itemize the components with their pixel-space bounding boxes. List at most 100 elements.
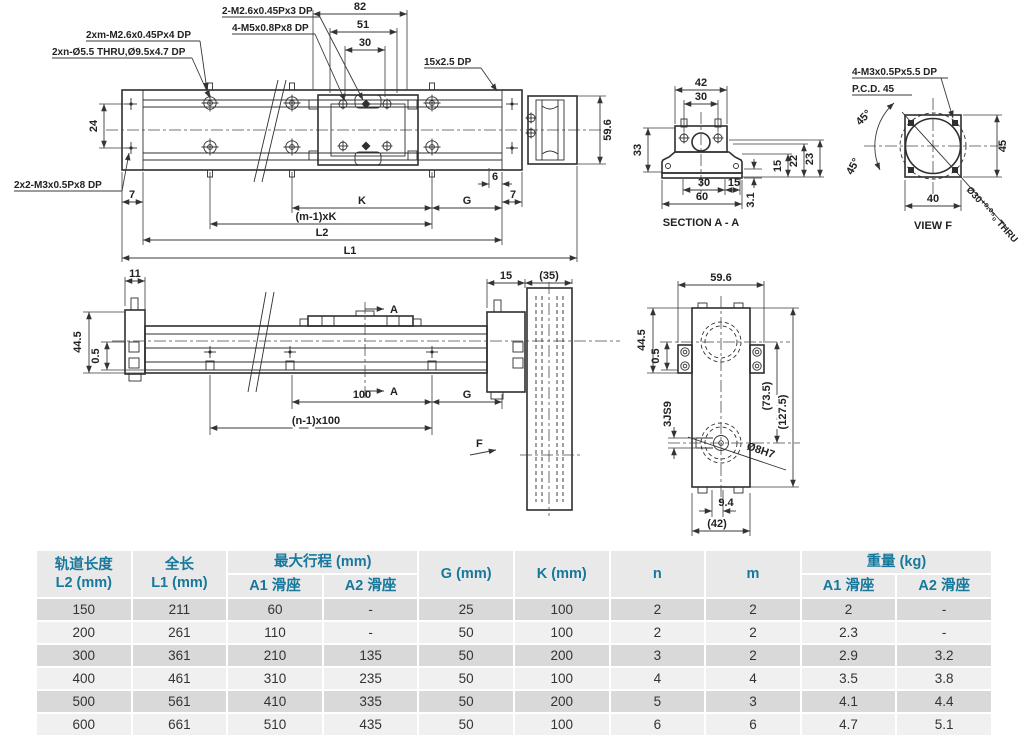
dim-30-top: 30 — [695, 91, 707, 103]
col-header-l1-unit: L1 (mm) — [151, 575, 208, 592]
dim-11: 11 — [129, 268, 141, 280]
dim-33: 33 — [632, 144, 644, 156]
table-cell: 100 — [514, 622, 609, 644]
end-dimensions: 59.6 44.5 0.5 3JS9 (73.5) (127.5) 9.4 (4… — [636, 272, 799, 536]
col-header-g: G (mm) — [419, 551, 513, 598]
dim-59-6-end: 59.6 — [710, 272, 731, 284]
table-cell: - — [897, 622, 991, 644]
dim-59-6: 59.6 — [602, 119, 614, 140]
dim-44-5: 44.5 — [72, 331, 84, 352]
table-cell: 2.9 — [801, 645, 896, 667]
table-cell: 50 — [419, 645, 513, 667]
table-cell: 4.7 — [801, 714, 896, 736]
table-cell: 500 — [37, 691, 131, 713]
col-header-stroke: 最大行程 (mm) — [228, 551, 418, 574]
dim-15-bottom: 15 — [728, 177, 740, 189]
dim-42-end: (42) — [707, 518, 727, 530]
carriage — [308, 94, 419, 166]
annotation-holes-bottom: 2x2-M3x0.5Px8 DP — [14, 180, 102, 191]
dim-G: G — [463, 195, 472, 207]
table-cell: 400 — [37, 668, 131, 690]
dim-7-left: 7 — [129, 189, 135, 201]
table-cell: 510 — [228, 714, 322, 736]
col-header-l1-cn: 全长 — [164, 557, 194, 573]
table-cell: 50 — [419, 714, 513, 736]
table-cell: 310 — [228, 668, 322, 690]
dim-30-bottom: 30 — [698, 177, 710, 189]
break-line — [255, 291, 275, 393]
table-cell: 25 — [419, 599, 513, 621]
dim-22: 22 — [788, 155, 800, 167]
table-cell: 335 — [323, 691, 418, 713]
annotation-bore-thru: Ø30⁺⁰·⁰⁵₀ THRU — [964, 185, 1020, 246]
dim-L1: L1 — [344, 245, 357, 257]
bore-leader — [901, 111, 1009, 230]
dim-82: 82 — [354, 1, 366, 13]
table-cell: 600 — [37, 714, 131, 736]
table-cell: 361 — [132, 645, 227, 667]
table-cell: 461 — [132, 668, 227, 690]
col-header-weight-a1: A1 滑座 — [801, 575, 896, 598]
dim-9-4: 9.4 — [718, 497, 734, 509]
table-cell: 3 — [706, 691, 800, 713]
col-header-m: m — [706, 551, 800, 598]
dim-51: 51 — [357, 19, 369, 31]
col-header-stroke-a2: A2 滑座 — [323, 575, 418, 598]
section-label-top: A — [390, 304, 398, 316]
dim-100: 100 — [353, 389, 371, 401]
dim-45deg-2: 45° — [844, 156, 862, 176]
table-cell: 4.1 — [801, 691, 896, 713]
dim-keyway: 3JS9 — [662, 401, 674, 427]
col-header-k: K (mm) — [514, 551, 609, 598]
dim-30: 30 — [359, 37, 371, 49]
plan-dimensions: 82 51 30 2-M2.6x0.45Px3 DP 4-M5x0.8Px8 D… — [14, 1, 614, 262]
col-header-weight: 重量 (kg) — [801, 551, 991, 574]
table-cell: 410 — [228, 691, 322, 713]
table-cell: 110 — [228, 622, 322, 644]
annotation-holes-left1: 2xm-M2.6x0.45Px4 DP — [86, 30, 191, 41]
table-cell: 300 — [37, 645, 131, 667]
side-view: A A 11 44.5 0.5 15 (35) 100 G ( — [72, 268, 620, 516]
dim-42: 42 — [695, 77, 707, 89]
annotation-pcd: P.C.D. 45 — [852, 84, 894, 95]
table-cell: 210 — [228, 645, 322, 667]
table-cell: 100 — [514, 714, 609, 736]
dim-15: 15 — [500, 270, 512, 282]
dim-60: 60 — [696, 191, 708, 203]
dim-m1k: (m-1)xK — [296, 211, 337, 223]
table-cell: 60 — [228, 599, 322, 621]
table-cell: 4 — [610, 668, 705, 690]
dim-35: (35) — [539, 270, 559, 282]
table-cell: 2 — [610, 599, 705, 621]
dim-G-side: G — [463, 389, 472, 401]
table-cell: 2 — [706, 622, 800, 644]
table-cell: 5.1 — [897, 714, 991, 736]
dim-0-5: 0.5 — [90, 348, 102, 363]
annotation-holes-left2: 2xn-Ø5.5 THRU,Ø9.5x4.7 DP — [52, 47, 186, 58]
table-cell: 6 — [706, 714, 800, 736]
break-line — [253, 79, 279, 183]
table-cell: - — [323, 599, 418, 621]
view-f-title: VIEW F — [914, 220, 952, 232]
section-dimensions: 42 30 33 15 22 23 30 15 3.1 — [632, 77, 824, 209]
table-cell: 200 — [514, 645, 609, 667]
table-cell: 4 — [706, 668, 800, 690]
table-cell: 6 — [610, 714, 705, 736]
table-cell: 2 — [706, 645, 800, 667]
dim-45: 45 — [997, 140, 1009, 152]
table-cell: 2 — [706, 599, 800, 621]
technical-drawing: 82 51 30 2-M2.6x0.45Px3 DP 4-M5x0.8Px8 D… — [14, 1, 1020, 536]
col-header-l2-unit: L2 (mm) — [55, 575, 112, 592]
table-cell: 3.8 — [897, 668, 991, 690]
section-cut-line: A A — [364, 302, 398, 398]
table-cell: 5 — [610, 691, 705, 713]
dim-40: 40 — [927, 193, 939, 205]
table-cell: 100 — [514, 599, 609, 621]
